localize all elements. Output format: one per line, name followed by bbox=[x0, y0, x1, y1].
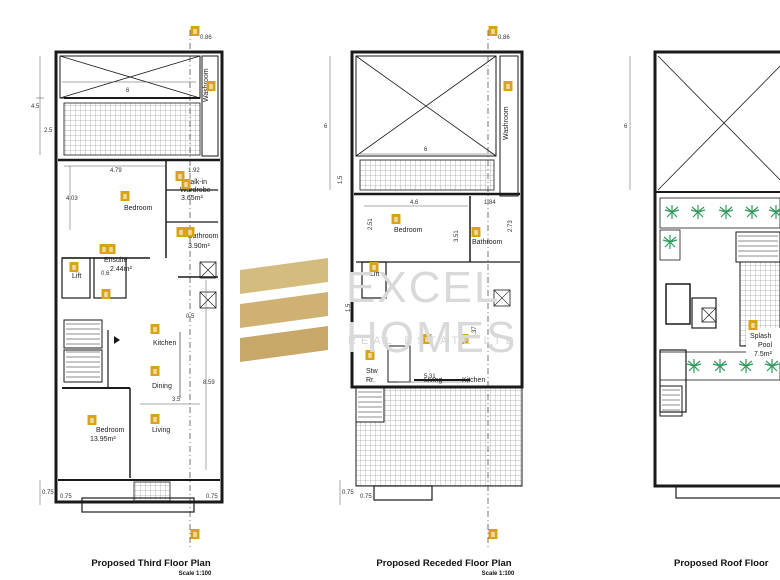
room-walkin-1: Walk-in bbox=[184, 179, 207, 186]
plan-title-third-floor: Proposed Third Floor Plan bbox=[91, 558, 210, 569]
dim-j: 4.37 bbox=[472, 326, 478, 338]
watermark-line-1: EXCEL bbox=[346, 263, 500, 312]
room-bathroom-area: 3.90m² bbox=[188, 243, 210, 250]
room-living: Living bbox=[424, 377, 442, 384]
roof-floor-plan: 6 Splash Pool 7.5m² Proposed Roof Floor bbox=[624, 50, 780, 569]
room-bedroom: Bedroom bbox=[124, 205, 153, 212]
room-living: Living bbox=[152, 427, 170, 434]
dim-i: 1.5 bbox=[346, 303, 352, 312]
dim-e: 2.5 bbox=[44, 128, 53, 134]
dim-b: 4.79 bbox=[110, 168, 122, 174]
plan-title-roof-floor: Proposed Roof Floor bbox=[674, 558, 769, 569]
watermark-line-3: REAL ESTATE LTD bbox=[348, 335, 519, 347]
dim-h: 0.5 bbox=[186, 314, 195, 320]
dim-a: 6 bbox=[324, 124, 328, 130]
plan-title-receded-floor: Proposed Receded Floor Plan bbox=[376, 558, 511, 569]
dim-a: 6 bbox=[624, 124, 628, 130]
dim-d: 4.6 bbox=[410, 200, 419, 206]
third-floor-plan: 0.86 6 4.79 1.92 4.5 2.5 4.03 0.6 0.5 8.… bbox=[31, 30, 224, 577]
dim-l: 0.75 bbox=[60, 494, 72, 500]
room-bedroom: Bedroom bbox=[394, 227, 423, 234]
room-stw: Stw bbox=[366, 368, 379, 375]
room-bedroom-2-area: 13.95m² bbox=[90, 436, 116, 443]
room-walkin-2: Wardrobe bbox=[180, 187, 211, 194]
dim-top: 0.86 bbox=[498, 35, 510, 41]
watermark-line-2: HOMES bbox=[346, 313, 517, 362]
dim-c: 1.5 bbox=[338, 175, 344, 184]
plan-scale-third-floor: Scale 1:100 bbox=[179, 571, 212, 577]
dim-f: 2.51 bbox=[368, 218, 374, 230]
dim-h: 2.73 bbox=[508, 220, 514, 232]
room-pool-area: 7.5m² bbox=[754, 351, 773, 358]
receded-floor-plan: 0.86 6 6 1.5 4.6 1.84 2.51 3.51 2.73 1.5… bbox=[324, 30, 524, 577]
room-bathroom: Bathroom bbox=[472, 239, 503, 246]
room-kitchen: Kitchen bbox=[153, 340, 176, 347]
room-walkin-area: 3.65m² bbox=[181, 195, 203, 202]
dim-l: 0.75 bbox=[342, 490, 354, 496]
dim-f: 4.03 bbox=[66, 196, 78, 202]
room-lift: Lift bbox=[370, 271, 379, 278]
room-stw-2: Rr. bbox=[366, 377, 375, 384]
room-bathroom: Bathroom bbox=[188, 233, 219, 240]
dim-i: 8.59 bbox=[203, 380, 215, 386]
dim-top: 0.86 bbox=[200, 35, 212, 41]
dim-c: 1.92 bbox=[188, 168, 200, 174]
room-lift: Lift bbox=[72, 273, 81, 280]
dim-g: 3.51 bbox=[454, 230, 460, 242]
room-washroom: Washroom bbox=[503, 106, 510, 140]
plan-scale-receded-floor: Scale 1:100 bbox=[482, 571, 515, 577]
room-kitchen: Kitchen bbox=[462, 377, 485, 384]
dim-m: 0.75 bbox=[206, 494, 218, 500]
dim-g: 0.6 bbox=[101, 271, 110, 277]
room-pool-2: Pool bbox=[758, 342, 772, 349]
dim-e: 1.84 bbox=[484, 200, 496, 206]
dim-a: 6 bbox=[126, 88, 130, 94]
dim-k: 0.75 bbox=[42, 490, 54, 496]
room-ensuite: Ensuite bbox=[104, 257, 127, 264]
room-pool-1: Splash bbox=[750, 333, 772, 340]
dim-k: 5.31 bbox=[424, 374, 436, 380]
room-dining: Dining bbox=[152, 383, 172, 390]
dim-d: 4.5 bbox=[31, 104, 40, 110]
watermark-logo bbox=[240, 258, 328, 362]
dim-b: 6 bbox=[424, 147, 428, 153]
dim-j: 3.5 bbox=[172, 397, 181, 403]
dim-m: 0.75 bbox=[360, 494, 372, 500]
room-ensuite-area: 2.44m² bbox=[110, 266, 132, 273]
room-bedroom-2: Bedroom bbox=[96, 427, 125, 434]
